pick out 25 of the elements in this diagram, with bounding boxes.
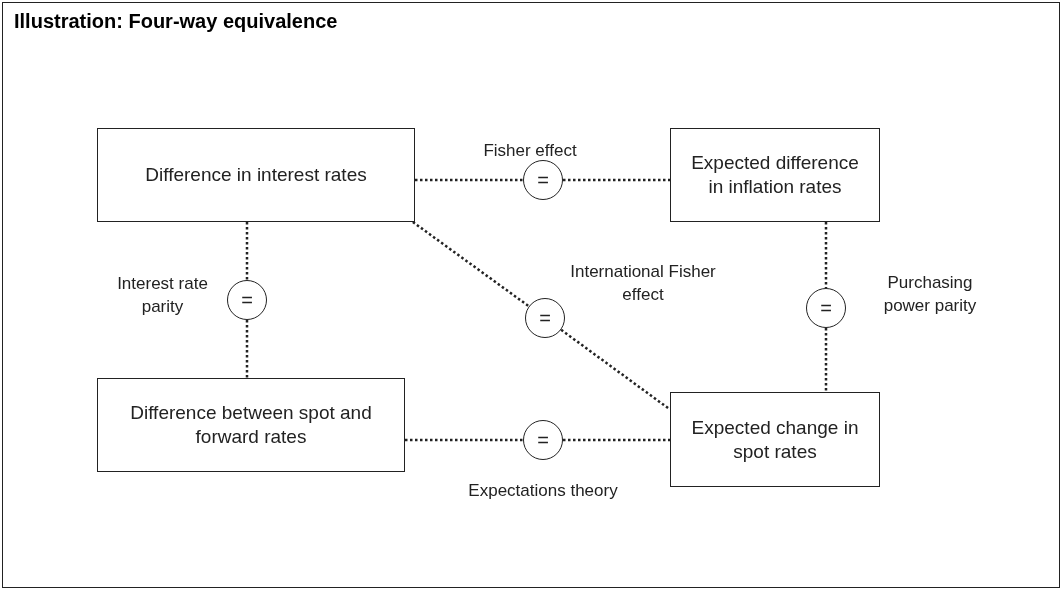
equals-circle: = xyxy=(523,420,563,460)
equals-circle: = xyxy=(806,288,846,328)
equals-circle: = xyxy=(227,280,267,320)
dotted-connector xyxy=(563,438,670,442)
dotted-connector xyxy=(824,328,828,392)
dotted-connector xyxy=(405,438,523,442)
title: Illustration: Four-way equivalence xyxy=(14,10,338,33)
dotted-connector xyxy=(563,178,670,182)
concept-box: Difference between spot and forward rates xyxy=(97,378,405,472)
dotted-connector xyxy=(245,320,249,378)
relation-label: International Fisher effect xyxy=(569,261,717,306)
dotted-connector xyxy=(560,328,671,411)
concept-box: Expected change in spot rates xyxy=(670,392,880,487)
concept-box: Difference in interest rates xyxy=(97,128,415,222)
equals-circle: = xyxy=(523,160,563,200)
relation-label: Expectations theory xyxy=(467,480,619,502)
dotted-connector xyxy=(415,178,523,182)
concept-box: Expected difference in inflation rates xyxy=(670,128,880,222)
relation-label: Purchasing power parity xyxy=(882,272,978,317)
dotted-connector xyxy=(412,221,530,308)
dotted-connector xyxy=(245,222,249,280)
relation-label: Interest rate parity xyxy=(116,273,209,318)
equals-circle: = xyxy=(525,298,565,338)
dotted-connector xyxy=(824,222,828,288)
relation-label: Fisher effect xyxy=(482,140,578,162)
